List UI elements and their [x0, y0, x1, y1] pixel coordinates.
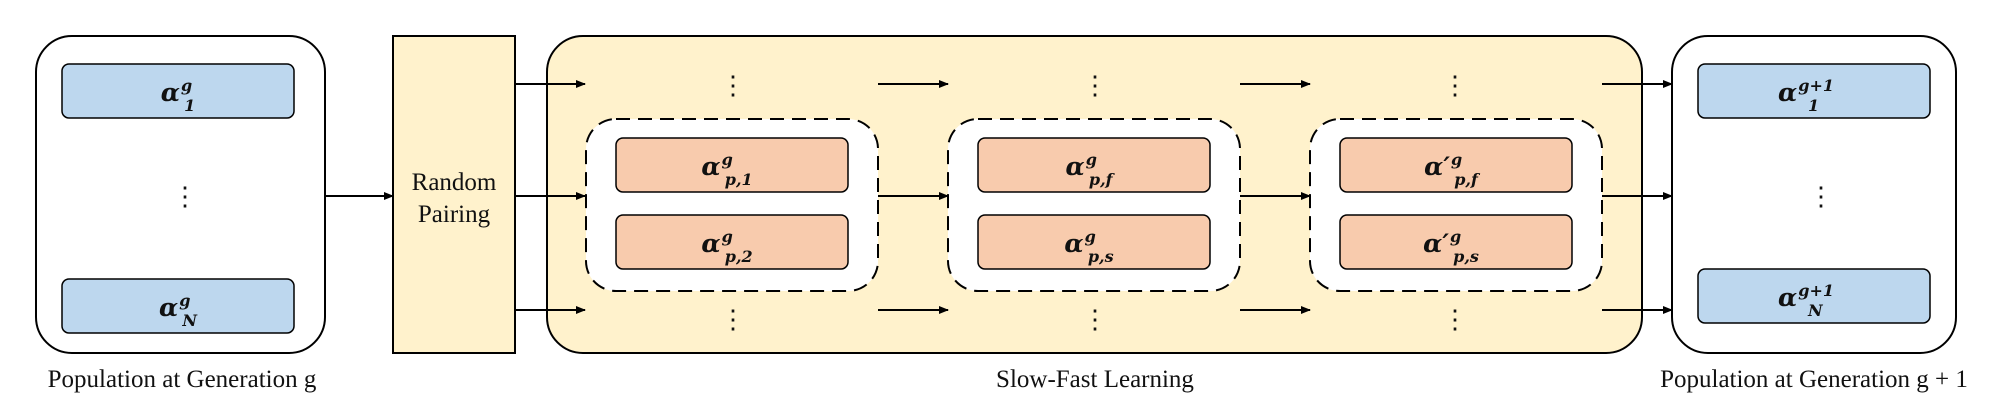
pair-group-3-item-2 [1339, 214, 1573, 270]
random-pairing-box [392, 35, 516, 354]
pair-group-2-item-2 [977, 214, 1211, 270]
random-pairing-line1: Random [412, 169, 497, 196]
learning-ellipsis-bottom-2: ⋮ [1082, 305, 1108, 335]
random-pairing-line2: Pairing [418, 201, 491, 228]
learning-ellipsis-top-1: ⋮ [720, 71, 746, 101]
population-in-item-n [61, 278, 295, 334]
population-out-item-n [1697, 268, 1931, 324]
population-out-ellipsis: ⋮ [1808, 182, 1834, 212]
pair-group-2-item-1 [977, 137, 1211, 193]
population-in-ellipsis: ⋮ [172, 182, 198, 212]
pair-group-1-item-1 [615, 137, 849, 193]
slow-fast-learning-caption: Slow-Fast Learning [996, 366, 1194, 393]
population-out-item-1 [1697, 63, 1931, 119]
learning-ellipsis-top-2: ⋮ [1082, 71, 1108, 101]
learning-ellipsis-bottom-3: ⋮ [1442, 305, 1468, 335]
pair-group-3-item-1 [1339, 137, 1573, 193]
learning-ellipsis-top-3: ⋮ [1442, 71, 1468, 101]
population-in-item-1 [61, 63, 295, 119]
pair-group-1-item-2 [615, 214, 849, 270]
population-in-caption: Population at Generation g [48, 366, 317, 393]
population-out-caption: Population at Generation g + 1 [1660, 366, 1968, 393]
learning-ellipsis-bottom-1: ⋮ [720, 305, 746, 335]
